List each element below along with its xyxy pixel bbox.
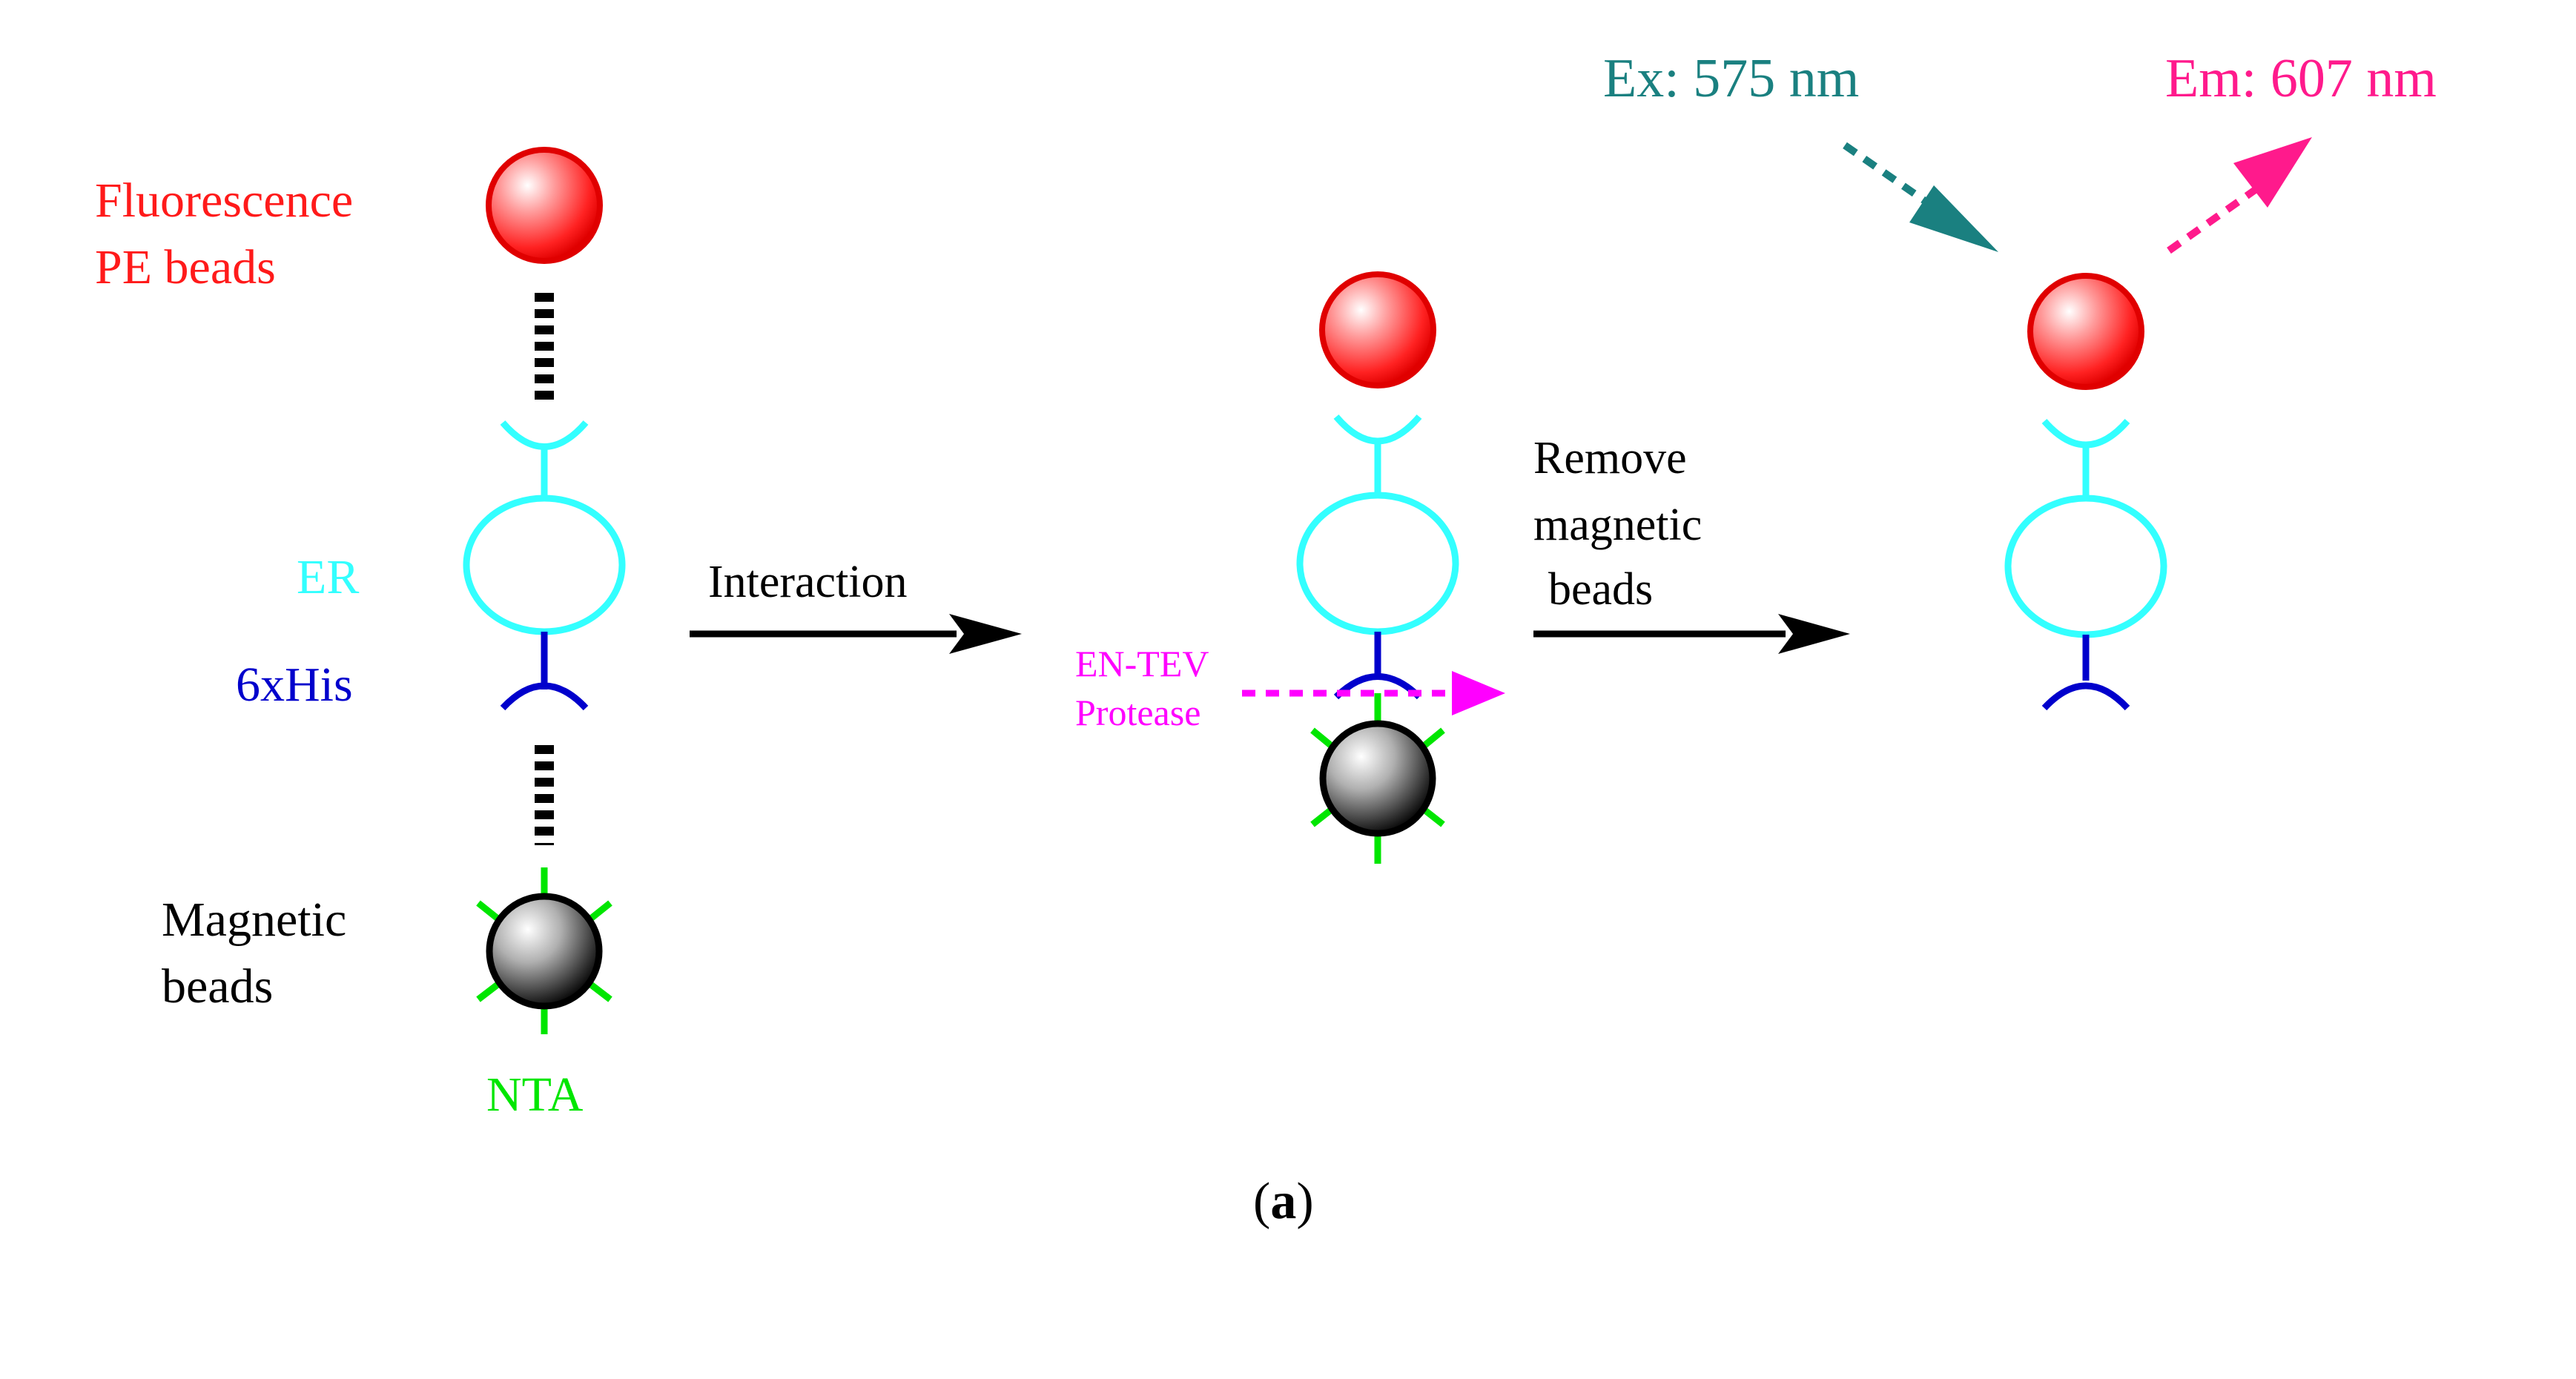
fluorescence-label-line2: PE beads [95, 240, 276, 294]
protease-label-line2: Protease [1075, 692, 1201, 733]
fluorescence-label-line1: Fluorescence [95, 173, 353, 228]
protease-cleavage-arrow [1242, 671, 1505, 715]
remove-arrow [1533, 614, 1850, 654]
panel-caption-letter: a [1270, 1173, 1296, 1230]
panel-caption-open: ( [1253, 1173, 1270, 1230]
magnetic-bead-left [486, 893, 603, 1010]
er-body-middle [1296, 492, 1459, 635]
interaction-label: Interaction [708, 557, 908, 607]
er-label: ER [297, 550, 359, 604]
nta-label: NTA [486, 1068, 584, 1122]
pe-bead-right [2027, 273, 2144, 390]
er-cup-right [2041, 419, 2130, 449]
er-body-right [2004, 495, 2167, 638]
emission-arrow [2167, 137, 2312, 254]
his-cup-middle [1333, 673, 1422, 700]
er-cup-middle [1333, 414, 1422, 445]
his-cup-left [500, 682, 589, 711]
emission-label: Em: 607 nm [2165, 48, 2437, 109]
interaction-arrow [690, 614, 1022, 654]
released-complex [2004, 273, 2167, 711]
panel-caption: (a) [1253, 1173, 1314, 1230]
remove-label-line3: beads [1548, 564, 1653, 615]
magnetic-label-line1: Magnetic [162, 893, 346, 947]
er-body-left [463, 495, 626, 635]
excitation-label: Ex: 575 nm [1603, 48, 1859, 109]
remove-label-line2: magnetic [1533, 500, 1702, 550]
er-cup-left [500, 420, 589, 450]
panel-caption-close: ) [1296, 1173, 1313, 1230]
bound-complex [1296, 271, 1459, 864]
pe-bead-middle [1319, 271, 1436, 388]
his-label: 6xHis [236, 658, 353, 712]
magnetic-label-line2: beads [162, 959, 273, 1013]
pe-bead-left [486, 147, 603, 264]
remove-label-line1: Remove [1533, 433, 1687, 483]
initial-complex [463, 147, 626, 1034]
magnetic-bead-middle [1319, 720, 1436, 837]
excitation-arrow [1843, 142, 1998, 252]
protease-label-line1: EN-TEV [1075, 643, 1209, 684]
his-cup-right [2041, 682, 2130, 711]
